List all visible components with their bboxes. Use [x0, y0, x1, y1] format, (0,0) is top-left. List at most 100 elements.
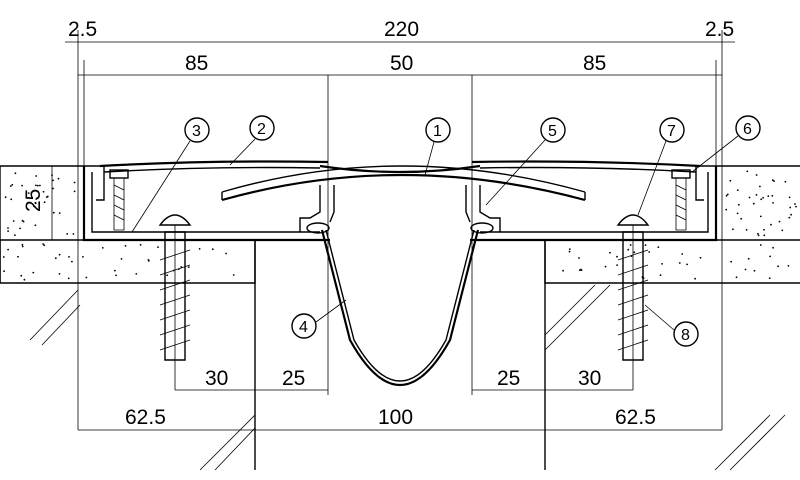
- stipple-dot: [735, 276, 738, 279]
- stipple-dot: [616, 255, 618, 258]
- stipple-dot: [52, 187, 54, 190]
- stipple-dot: [659, 274, 662, 276]
- dim-anchor-right-30: 30: [578, 367, 601, 390]
- stipple-dot: [39, 184, 41, 187]
- stipple-dot: [747, 257, 750, 260]
- stipple-dot: [148, 260, 150, 262]
- stipple-dot: [10, 198, 13, 201]
- stipple-dot: [14, 234, 16, 237]
- stipple-dot: [166, 274, 169, 277]
- stipple-dot: [19, 227, 21, 230]
- stipple-dot: [232, 274, 235, 276]
- stipple-dot: [681, 253, 684, 255]
- stipple-dot: [771, 179, 774, 182]
- stipple-dot: [7, 230, 9, 233]
- stipple-dot: [580, 268, 582, 271]
- structure-left: [0, 240, 256, 471]
- stipple-dot: [67, 277, 70, 280]
- stipple-dot: [72, 233, 75, 235]
- structure-right: [544, 240, 800, 471]
- stipple-dot: [124, 245, 127, 247]
- callout-6: 6: [691, 115, 761, 173]
- callout-4: 4: [291, 299, 347, 339]
- stipple-dot: [4, 196, 7, 199]
- stipple-dot: [729, 179, 732, 182]
- stipple-dot: [657, 246, 660, 249]
- dim-top-right-edge: 2.5: [705, 18, 734, 41]
- stipple-dot: [755, 194, 758, 196]
- stipple-dot: [21, 184, 23, 187]
- stipple-dot: [58, 212, 61, 215]
- stipple-dot: [736, 189, 739, 192]
- stipple-dot: [43, 244, 46, 247]
- stipple-dot: [187, 266, 190, 268]
- stipple-dot: [740, 217, 743, 220]
- stipple-dot: [42, 190, 45, 193]
- stipple-dot: [789, 206, 792, 209]
- dim-mid-left-plate: 85: [185, 52, 208, 75]
- svg-text:8: 8: [681, 327, 690, 344]
- stipple-dot: [726, 193, 729, 196]
- stipple-dot: [7, 227, 9, 229]
- clip-right: [465, 185, 501, 234]
- svg-text:5: 5: [548, 123, 557, 140]
- stipple-dot: [114, 269, 116, 272]
- callout-3: 3: [131, 117, 210, 233]
- left-frame: [82, 160, 330, 242]
- stipple-dot: [748, 196, 751, 199]
- dim-bottom-center: 100: [378, 406, 413, 429]
- stipple-dot: [9, 185, 12, 188]
- stipple-dot: [771, 194, 774, 197]
- concrete-stipple: [2, 170, 797, 281]
- stipple-dot: [2, 256, 5, 258]
- dimension-lines: [51, 30, 735, 431]
- concrete-slab-left: [0, 165, 256, 284]
- stipple-dot: [21, 219, 24, 222]
- stipple-dot: [616, 264, 618, 266]
- stipple-dot: [33, 205, 35, 208]
- stipple-dot: [795, 205, 797, 208]
- stipple-dot: [225, 252, 228, 255]
- rubber-seal: [320, 229, 480, 387]
- stipple-dot: [790, 213, 792, 216]
- stipple-dot: [36, 184, 39, 187]
- stipple-dot: [763, 228, 765, 231]
- svg-text:7: 7: [667, 123, 676, 140]
- stipple-dot: [43, 201, 46, 204]
- stipple-dot: [157, 246, 159, 249]
- stipple-dot: [568, 248, 571, 251]
- stipple-dot: [763, 234, 766, 237]
- stipple-dot: [82, 256, 84, 258]
- dim-anchor-right-25: 25: [497, 367, 520, 390]
- stipple-dot: [57, 177, 60, 180]
- stipple-dot: [604, 265, 607, 268]
- stipple-dot: [73, 190, 76, 193]
- stipple-dot: [769, 255, 771, 258]
- callout-5: 5: [485, 117, 566, 206]
- stipple-dot: [772, 202, 774, 204]
- stipple-dot: [732, 228, 734, 231]
- stipple-dot: [35, 184, 37, 187]
- stipple-dot: [678, 262, 681, 264]
- stipple-dot: [66, 233, 69, 235]
- clip-left: [299, 185, 335, 234]
- stipple-dot: [757, 234, 760, 237]
- stipple-dot: [767, 195, 770, 198]
- stipple-dot: [101, 247, 104, 249]
- dim-bottom-right: 62.5: [615, 406, 656, 429]
- callout-8: 8: [644, 304, 699, 347]
- stipple-dot: [139, 244, 142, 246]
- anchor-left: [158, 214, 192, 390]
- dim-height-left: 25: [22, 189, 45, 212]
- stipple-dot: [770, 223, 772, 226]
- stipple-dot: [578, 257, 580, 259]
- svg-text:2: 2: [257, 121, 266, 138]
- dim-top-overall: 220: [384, 18, 419, 41]
- stipple-dot: [746, 170, 749, 173]
- stipple-dot: [694, 277, 696, 280]
- stipple-dot: [762, 196, 764, 199]
- dim-anchor-left-30: 30: [205, 367, 228, 390]
- stipple-dot: [562, 269, 564, 272]
- stipple-dot: [21, 243, 24, 246]
